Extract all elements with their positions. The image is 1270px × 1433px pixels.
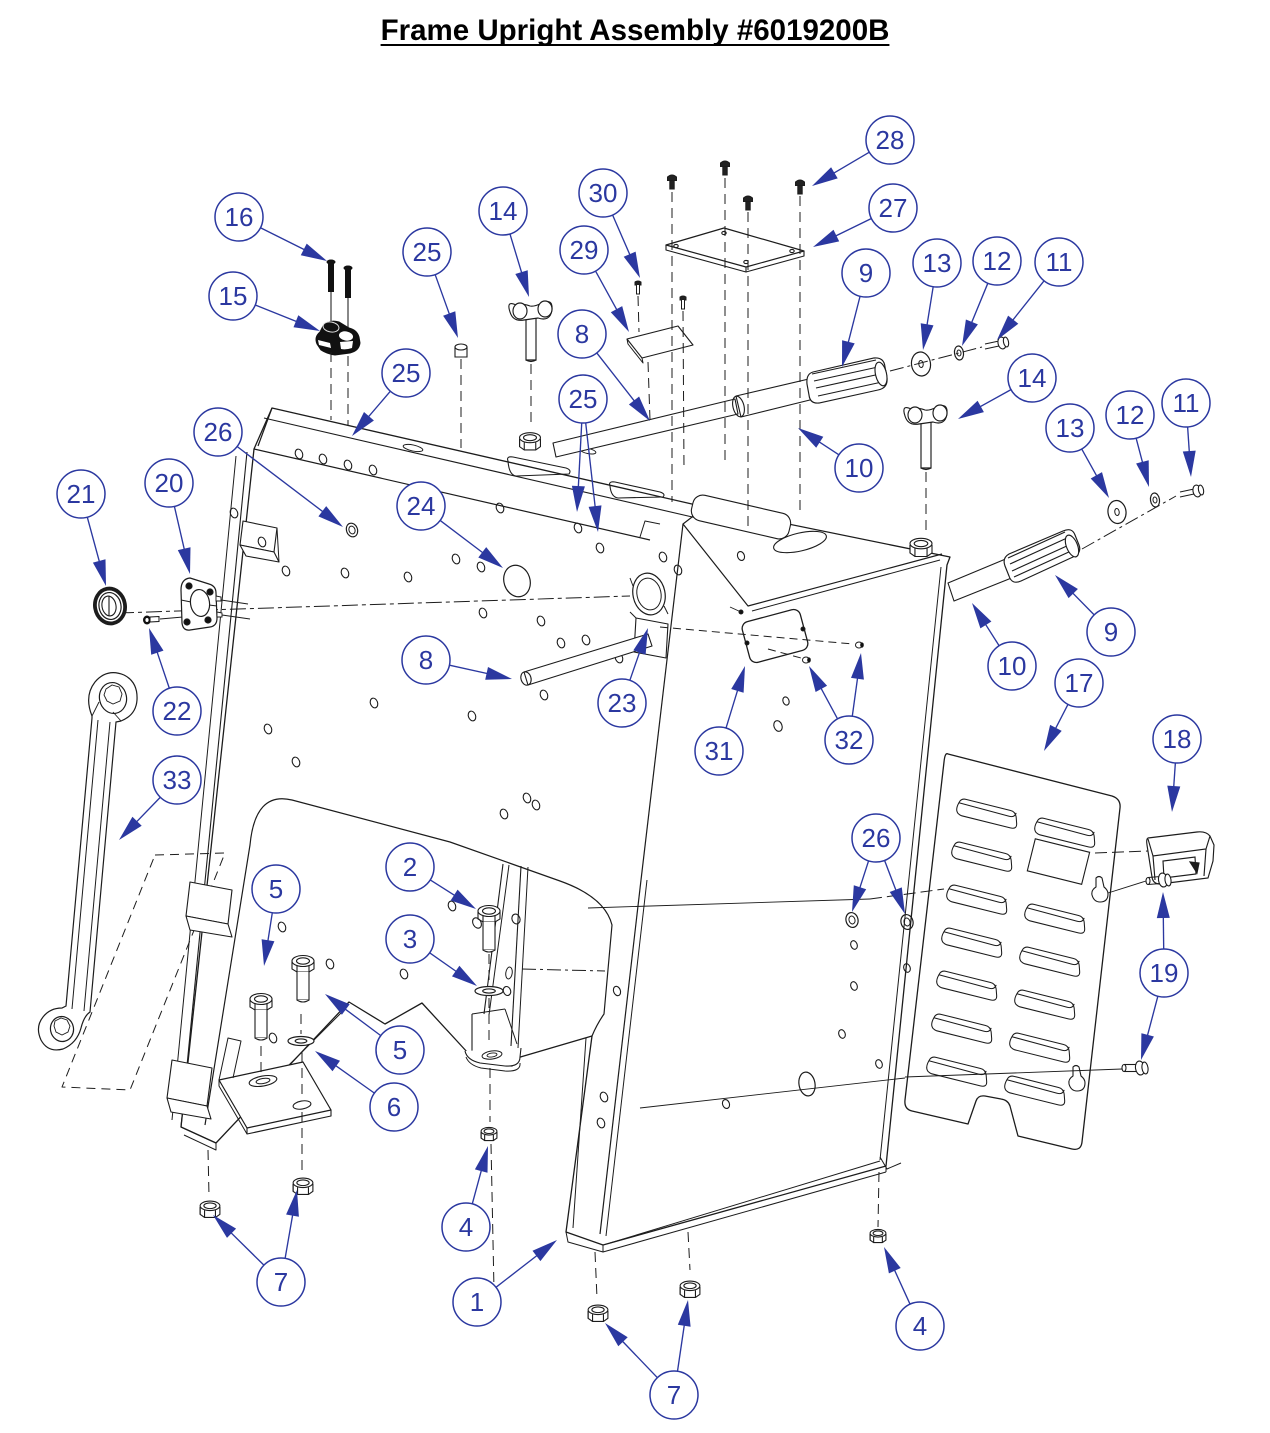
svg-text:31: 31 xyxy=(705,736,734,766)
svg-text:2: 2 xyxy=(403,852,417,882)
svg-text:11: 11 xyxy=(1046,247,1073,277)
svg-text:16: 16 xyxy=(225,202,254,232)
svg-text:14: 14 xyxy=(1018,363,1047,393)
svg-text:8: 8 xyxy=(575,319,589,349)
svg-text:29: 29 xyxy=(570,235,599,265)
svg-text:27: 27 xyxy=(879,193,908,223)
svg-text:13: 13 xyxy=(923,248,952,278)
svg-text:1: 1 xyxy=(470,1287,484,1317)
svg-text:33: 33 xyxy=(163,765,192,795)
svg-text:17: 17 xyxy=(1065,668,1094,698)
svg-text:14: 14 xyxy=(489,196,518,226)
svg-text:18: 18 xyxy=(1163,724,1192,754)
svg-text:25: 25 xyxy=(569,384,598,414)
svg-text:7: 7 xyxy=(274,1267,288,1297)
svg-text:28: 28 xyxy=(876,125,905,155)
svg-text:26: 26 xyxy=(204,417,233,447)
svg-text:5: 5 xyxy=(269,874,283,904)
svg-text:3: 3 xyxy=(403,924,417,954)
svg-text:24: 24 xyxy=(407,491,436,521)
svg-text:10: 10 xyxy=(998,651,1027,681)
svg-text:12: 12 xyxy=(1116,400,1145,430)
svg-text:25: 25 xyxy=(413,237,442,267)
svg-text:15: 15 xyxy=(219,281,248,311)
svg-text:13: 13 xyxy=(1056,413,1085,443)
svg-text:19: 19 xyxy=(1150,958,1179,988)
svg-text:26: 26 xyxy=(862,823,891,853)
svg-text:5: 5 xyxy=(393,1035,407,1065)
svg-text:9: 9 xyxy=(859,258,873,288)
svg-text:30: 30 xyxy=(589,178,618,208)
svg-text:11: 11 xyxy=(1173,388,1200,418)
svg-text:23: 23 xyxy=(608,688,637,718)
svg-text:6: 6 xyxy=(387,1092,401,1122)
svg-text:8: 8 xyxy=(419,645,433,675)
svg-text:12: 12 xyxy=(983,246,1012,276)
svg-text:20: 20 xyxy=(155,468,184,498)
svg-text:21: 21 xyxy=(67,479,96,509)
svg-text:22: 22 xyxy=(163,696,192,726)
svg-text:32: 32 xyxy=(835,725,864,755)
svg-text:7: 7 xyxy=(667,1380,681,1410)
svg-text:10: 10 xyxy=(845,453,874,483)
svg-text:25: 25 xyxy=(392,358,421,388)
svg-text:9: 9 xyxy=(1104,617,1118,647)
svg-text:4: 4 xyxy=(913,1311,927,1341)
svg-text:4: 4 xyxy=(459,1212,473,1242)
